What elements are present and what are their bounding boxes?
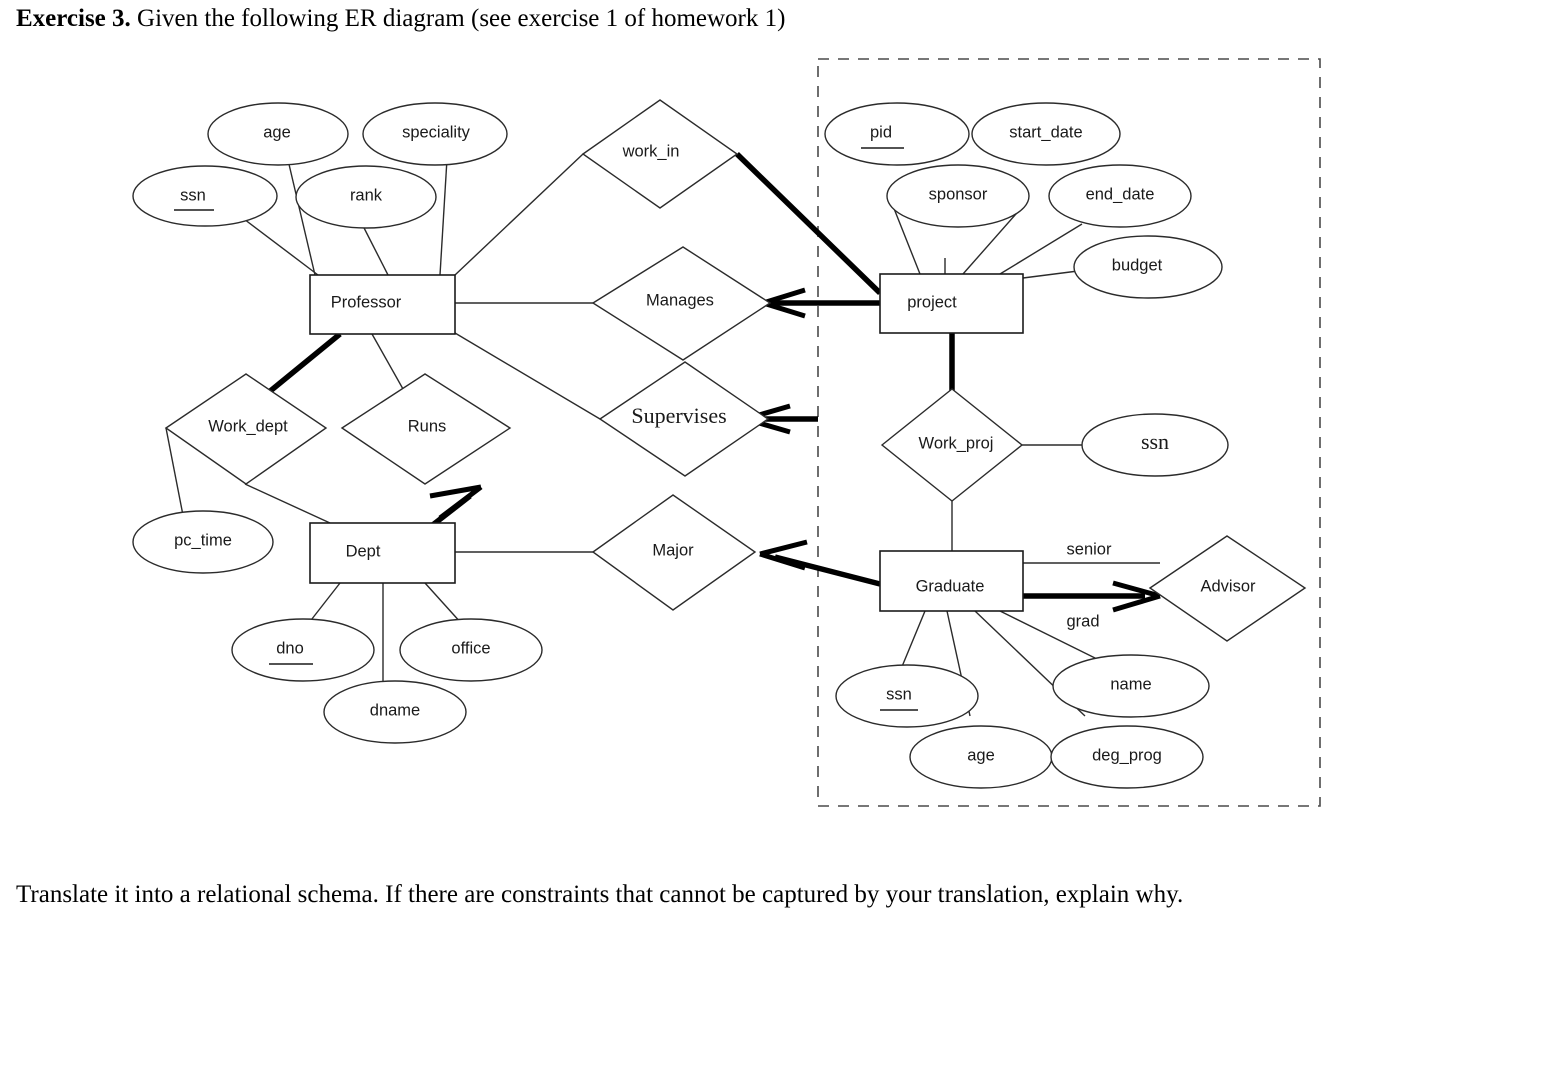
page-title: Exercise 3. Given the following ER diagr…	[16, 2, 1416, 36]
edge-graduate-name	[999, 610, 1098, 660]
attribute-label: ssn	[180, 186, 206, 204]
arrow-runs-dept-head	[429, 484, 483, 520]
attribute-project-budget: budget	[1073, 235, 1223, 299]
relationship-label: work_in	[622, 142, 680, 160]
arrow-graduate-advisor-head	[1112, 580, 1161, 613]
relationship-major: Major	[591, 494, 757, 611]
attribute-label: deg_prog	[1092, 746, 1162, 764]
closing-instruction: Translate it into a relational schema. I…	[16, 881, 1184, 908]
attribute-graduate-name: name	[1052, 654, 1210, 718]
relationship-label: Work_dept	[208, 417, 288, 435]
attribute-dept-office: office	[399, 618, 543, 682]
edge-graduate-ssn	[900, 610, 926, 670]
attribute-dept-dname: dname	[323, 680, 467, 744]
attribute-label: sponsor	[929, 185, 988, 203]
edge-dept-office	[424, 582, 463, 625]
attribute-professor-rank: rank	[295, 165, 437, 229]
edge-project-startdate	[962, 205, 1024, 275]
exercise-prompt: Given the following ER diagram (see exer…	[130, 5, 786, 32]
attribute-label: office	[451, 639, 490, 657]
relationship-work-dept: Work_dept	[164, 373, 328, 485]
attribute-label: ssn	[886, 685, 912, 703]
attribute-graduate-age: age	[909, 725, 1053, 789]
relationship-label: Supervises	[631, 403, 726, 428]
edge-label-senior: senior	[1067, 540, 1112, 558]
attribute-label: rank	[350, 186, 383, 204]
edge-label-grad: grad	[1066, 612, 1099, 630]
attribute-workdept-pctime: pc_time	[132, 510, 274, 574]
edge-project-budget	[1022, 270, 1079, 279]
entity-label: Professor	[331, 293, 402, 311]
attribute-label: pid	[870, 123, 892, 141]
attribute-professor-age: age	[207, 102, 349, 166]
attribute-label: age	[967, 746, 995, 764]
attribute-project-end-date: end_date	[1048, 164, 1192, 228]
relationship-work-proj: Work_proj	[880, 388, 1024, 502]
arrow-project-workin-shaft	[735, 152, 882, 295]
entity-label: project	[907, 293, 957, 311]
edge-professor-age	[287, 159, 316, 276]
attribute-project-start-date: start_date	[971, 102, 1121, 166]
attribute-label: name	[1110, 675, 1151, 693]
edge-professor-supervises	[454, 332, 601, 420]
relationship-manages: Manages	[591, 246, 772, 361]
edge-workdept-dept	[244, 483, 331, 524]
attribute-label: end_date	[1086, 185, 1155, 203]
edge-professor-ssn	[239, 215, 319, 276]
exercise-label: Exercise 3.	[16, 5, 131, 32]
attribute-graduate-deg-prog: deg_prog	[1050, 725, 1204, 789]
attribute-professor-ssn: ssn	[132, 165, 278, 227]
edge-professor-workin	[454, 153, 584, 276]
entity-project: project	[879, 273, 1024, 334]
attribute-label: start_date	[1009, 123, 1082, 141]
attribute-dept-dno: dno	[231, 618, 375, 682]
attribute-project-sponsor: sponsor	[886, 164, 1030, 228]
edge-dept-dno	[307, 582, 341, 625]
attribute-professor-speciality: speciality	[362, 102, 508, 166]
arrow-project-manages-head	[762, 287, 806, 319]
relationship-work-in: work_in	[581, 99, 739, 209]
attribute-workproj-ssn: ssn	[1081, 413, 1229, 477]
attribute-graduate-ssn: ssn	[835, 664, 979, 728]
edge-professor-speciality	[439, 158, 448, 276]
relationship-label: Work_proj	[919, 434, 994, 452]
relationship-label: Runs	[408, 417, 447, 435]
attribute-label: pc_time	[174, 531, 232, 549]
attribute-label: age	[263, 123, 291, 141]
relationship-label: Manages	[646, 291, 714, 309]
entity-label: Graduate	[916, 577, 985, 595]
relationship-supervises: Supervises	[598, 361, 770, 477]
entity-professor: Professor	[309, 274, 456, 335]
attribute-label: speciality	[402, 123, 471, 141]
entity-dept: Dept	[309, 522, 456, 584]
dashed-group-box	[817, 58, 1321, 807]
er-diagram: ssn age rank speciality Professor work_i…	[0, 44, 1566, 834]
edge-professor-rank	[359, 219, 389, 276]
edge-project-pid	[892, 205, 921, 275]
entity-label: Dept	[346, 542, 381, 560]
arrow-graduate-major-head	[759, 539, 808, 571]
attribute-project-pid: pid	[824, 102, 970, 166]
attribute-label: dname	[370, 701, 420, 719]
relationship-runs: Runs	[340, 373, 512, 485]
attribute-label: dno	[276, 639, 304, 657]
relationship-label: Advisor	[1200, 577, 1256, 595]
edge-project-enddate	[999, 223, 1083, 275]
relationship-label: Major	[652, 541, 694, 559]
entity-graduate: Graduate	[879, 550, 1024, 612]
attribute-label: budget	[1112, 256, 1163, 274]
attribute-label: ssn	[1141, 429, 1169, 454]
relationship-advisor: Advisor	[1148, 535, 1307, 642]
